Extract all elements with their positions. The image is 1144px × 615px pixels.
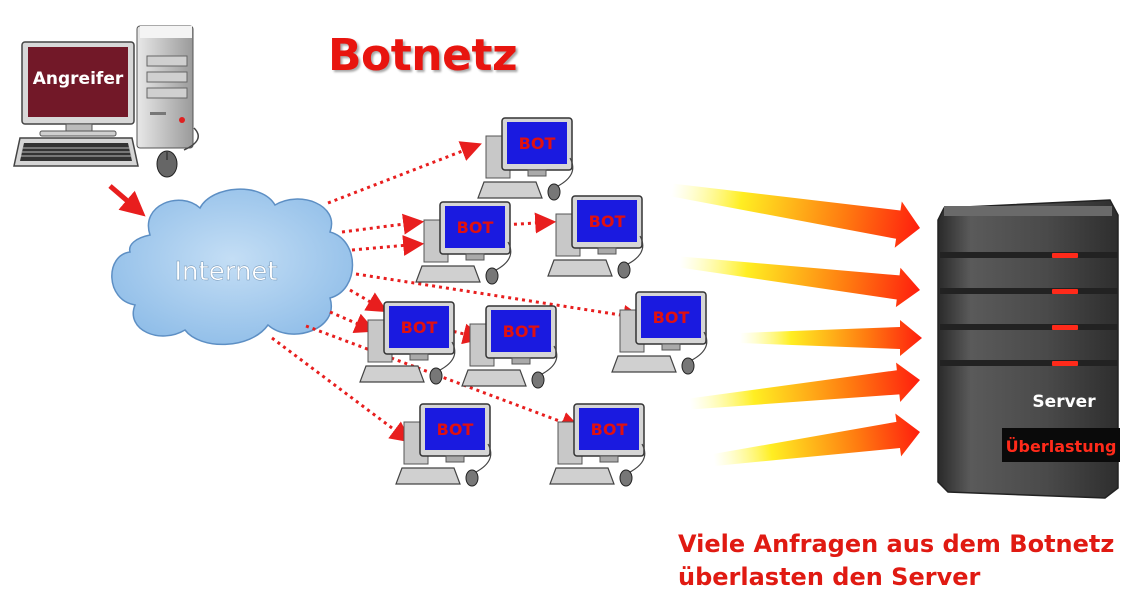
attacker-label: Angreifer — [33, 69, 124, 89]
bot-screen — [389, 306, 449, 348]
bot-keyboard — [415, 265, 481, 283]
bot-stand — [511, 357, 531, 365]
bot-mouse — [429, 367, 443, 385]
bot-label: BOT — [503, 322, 540, 341]
traffic-beam-4 — [689, 362, 920, 410]
bot-screen — [507, 122, 567, 164]
bot-stand — [527, 169, 547, 177]
bot-stand — [445, 455, 465, 463]
traffic-beams — [671, 183, 922, 466]
bot-mouse — [681, 357, 695, 375]
bot-stand — [597, 247, 617, 255]
traffic-beam-3 — [740, 320, 922, 356]
caption: Viele Anfragen aus dem Botnetz überlaste… — [678, 528, 1114, 594]
server-bays — [940, 252, 1118, 366]
bot-label: BOT — [437, 420, 474, 439]
bot-label: BOT — [591, 420, 628, 439]
attacker-keyboard — [13, 137, 139, 167]
bot-stand — [661, 343, 681, 351]
bot-computer-1: BOT — [477, 117, 574, 201]
bot-keyboard — [359, 365, 425, 383]
bot-computer-4: BOT — [359, 301, 456, 385]
bot-stand — [599, 455, 619, 463]
link-cloud-bot4a — [349, 288, 388, 313]
bot-group: BOT BOT BOT BOT BOT BOT BOT BOT — [359, 117, 708, 487]
bot-label: BOT — [401, 318, 438, 337]
internet-cloud: Internet — [111, 188, 354, 346]
bot-screen — [579, 408, 639, 450]
attacker-tower — [136, 25, 194, 149]
bot-stand — [409, 353, 429, 361]
internet-label: Internet — [174, 257, 277, 287]
link-cloud-bot6 — [355, 272, 645, 326]
bot-keyboard — [611, 355, 677, 373]
server-status: Überlastung — [1006, 437, 1117, 456]
bot-computer-5: BOT — [461, 305, 558, 389]
attacker-computer: Angreifer — [13, 25, 199, 178]
link-cloud-bot4b — [329, 310, 376, 334]
bot-keyboard — [549, 467, 615, 485]
link-cloud-bot2b — [351, 235, 425, 256]
server-status-panel — [1002, 428, 1120, 462]
bot-computer-3: BOT — [547, 195, 644, 279]
caption-line-2: überlasten den Server — [678, 563, 981, 591]
bot-screen — [491, 310, 551, 352]
traffic-beam-1 — [671, 183, 920, 248]
bot-screen — [425, 408, 485, 450]
bot-label: BOT — [589, 212, 626, 231]
bot-label: BOT — [457, 218, 494, 237]
caption-line-1: Viele Anfragen aus dem Botnetz — [678, 530, 1115, 558]
bot-screen — [577, 200, 637, 242]
bot-label: BOT — [519, 134, 556, 153]
bot-keyboard — [477, 181, 543, 199]
bot-keyboard — [461, 369, 527, 387]
bot-mouse — [531, 371, 545, 389]
bot-screen — [641, 296, 701, 338]
link-cloud-bot2a — [341, 213, 425, 235]
traffic-beam-2 — [679, 256, 920, 308]
server-leds — [1052, 253, 1078, 366]
traffic-beam-5 — [713, 413, 920, 466]
server: Server Überlastung — [937, 199, 1120, 499]
attacker-to-internet-arrow — [108, 184, 146, 217]
bot-stand — [465, 253, 485, 261]
bot-computer-8: BOT — [549, 403, 646, 487]
bot-keyboard — [547, 259, 613, 277]
bot-mouse — [465, 469, 479, 487]
page-title: Botnetz — [328, 30, 518, 81]
bot-connections — [271, 141, 645, 443]
bot-mouse — [485, 267, 499, 285]
bot-keyboard — [395, 467, 461, 485]
bot-mouse — [547, 183, 561, 201]
server-label: Server — [1032, 392, 1096, 412]
attacker-monitor: Angreifer — [21, 41, 135, 137]
bot-screen — [445, 206, 505, 248]
link-cloud-bot1 — [327, 141, 482, 205]
link-cloud-bot7 — [271, 336, 412, 443]
bot-mouse — [617, 261, 631, 279]
bot-computer-7: BOT — [395, 403, 492, 487]
bot-mouse — [619, 469, 633, 487]
bot-computer-2: BOT — [415, 201, 512, 285]
attacker-mouse — [156, 127, 199, 178]
bot-label: BOT — [653, 308, 690, 327]
bot-computer-6: BOT — [611, 291, 708, 375]
